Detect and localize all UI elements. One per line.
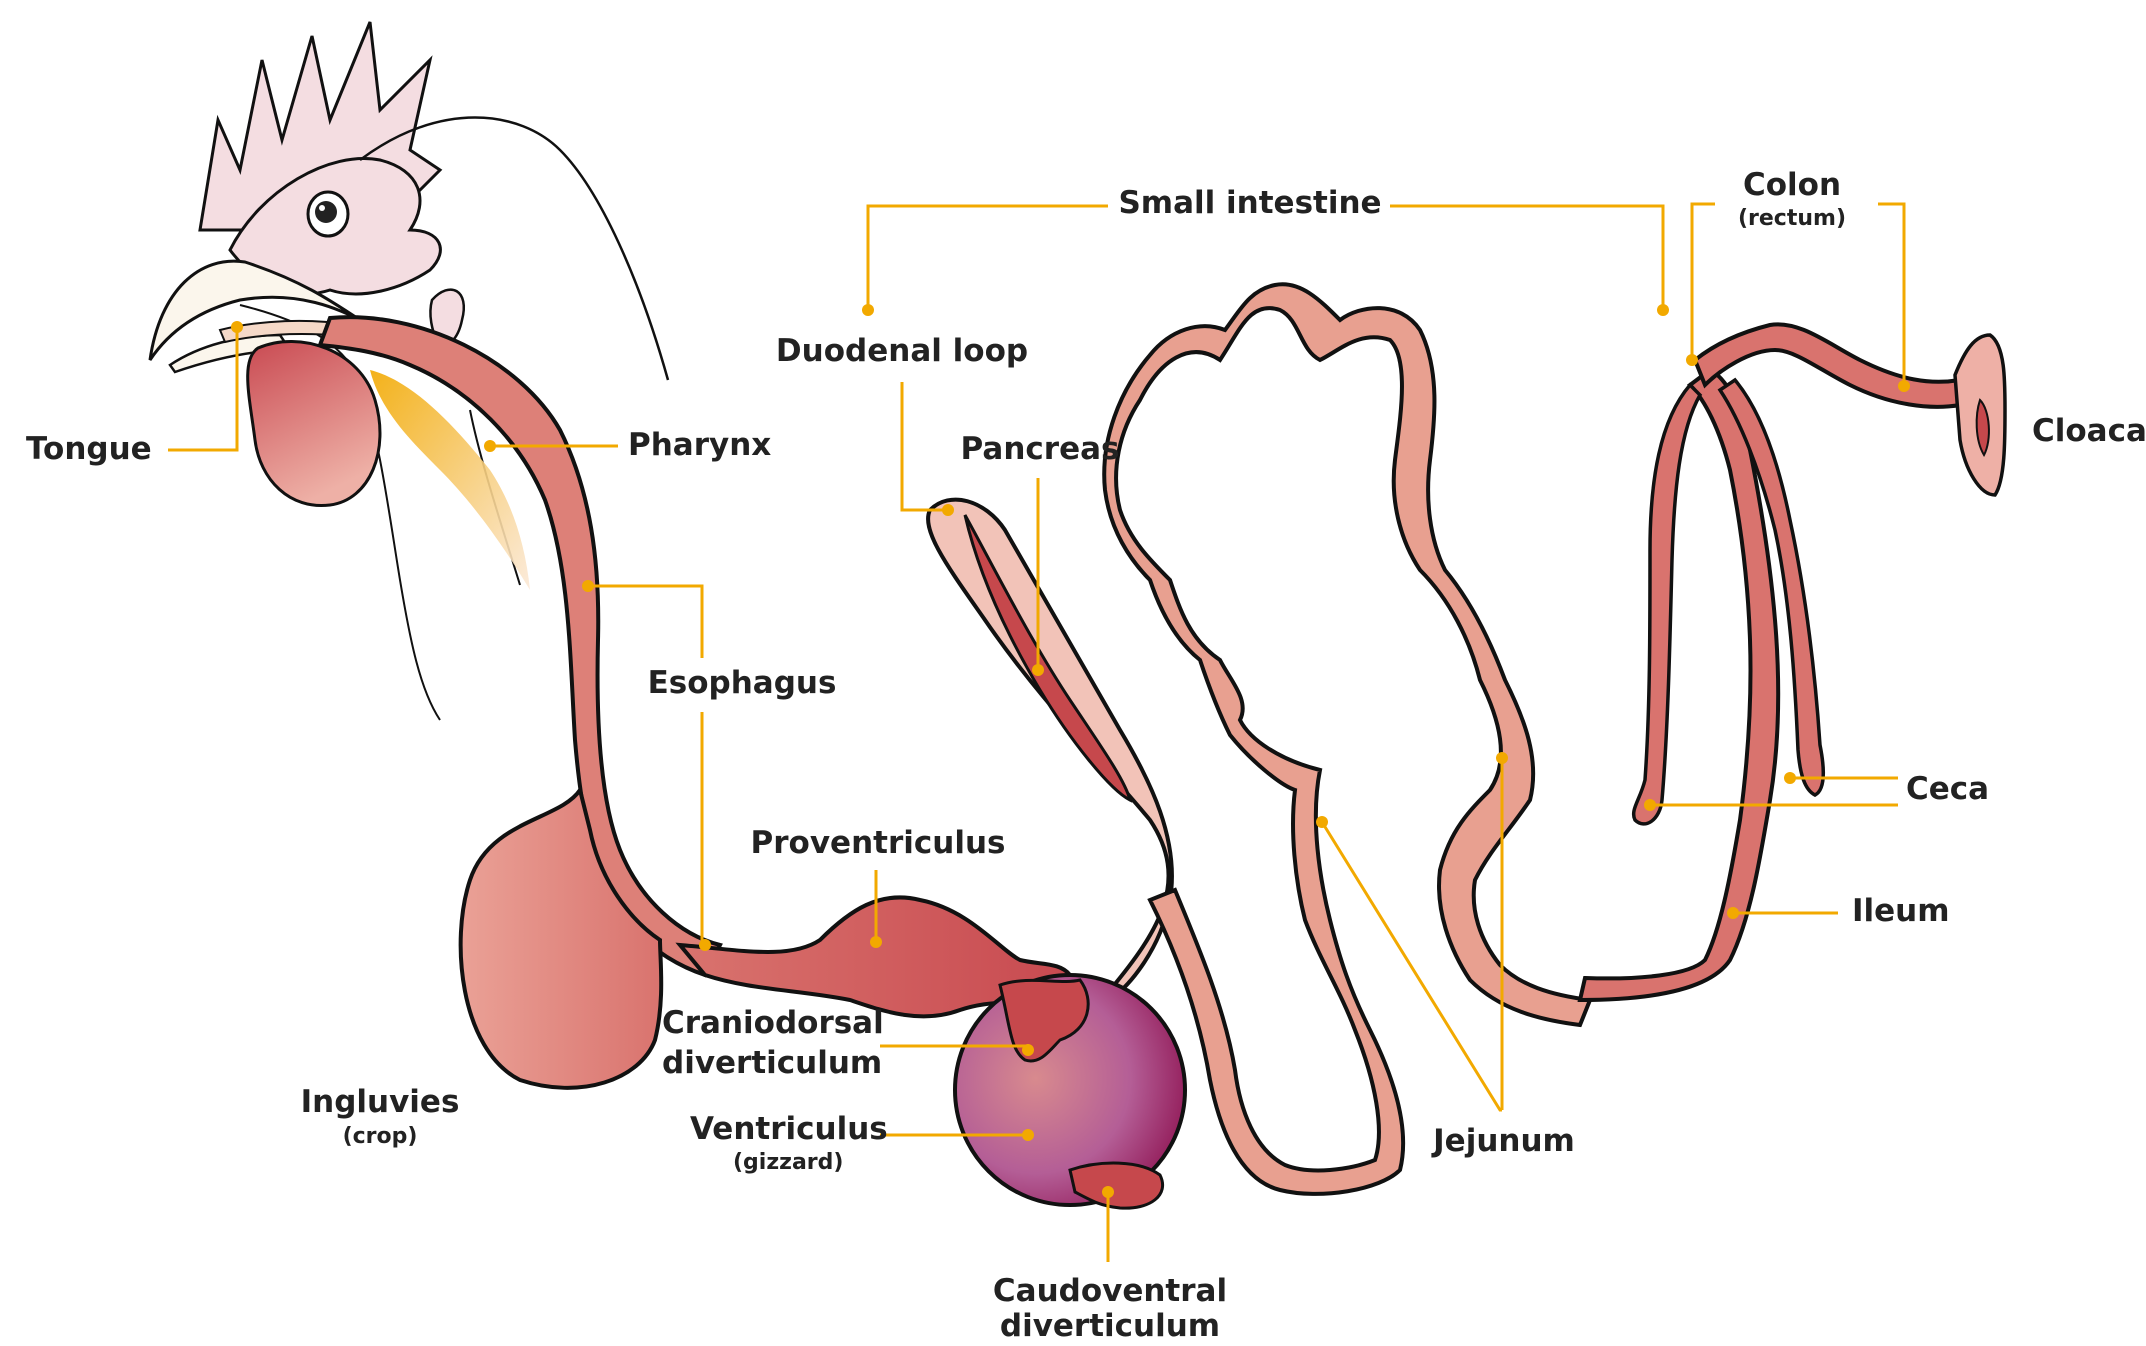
label-caudoventral-1: Caudoventral bbox=[993, 1274, 1227, 1310]
cecum-left bbox=[1634, 385, 1700, 824]
label-duodenal-loop: Duodenal loop bbox=[776, 334, 1028, 370]
label-craniodorsal-2: diverticulum bbox=[662, 1046, 882, 1082]
leader-small-intestine-right bbox=[1390, 206, 1663, 310]
label-ceca: Ceca bbox=[1906, 772, 1989, 808]
label-proventriculus: Proventriculus bbox=[751, 826, 1006, 862]
label-pharynx: Pharynx bbox=[628, 428, 771, 464]
leader-duodenal bbox=[902, 382, 948, 510]
label-pancreas: Pancreas bbox=[961, 432, 1120, 468]
label-ileum: Ileum bbox=[1852, 894, 1950, 930]
label-craniodorsal-1: Craniodorsal bbox=[662, 1006, 884, 1042]
label-cloaca: Cloaca bbox=[2032, 414, 2146, 450]
leader-esophagus-b bbox=[702, 712, 705, 943]
label-ingluvies: Ingluvies bbox=[301, 1085, 460, 1121]
label-colon: Colon bbox=[1743, 168, 1841, 204]
label-ventriculus: Ventriculus bbox=[690, 1112, 888, 1148]
leader-esophagus bbox=[588, 586, 702, 658]
label-esophagus: Esophagus bbox=[648, 666, 837, 702]
label-caudoventral-2: diverticulum bbox=[1000, 1309, 1220, 1345]
label-small-intestine: Small intestine bbox=[1118, 186, 1381, 222]
crop-shape bbox=[461, 790, 662, 1088]
leader-colon-right bbox=[1878, 204, 1904, 386]
tongue-shape bbox=[248, 341, 380, 505]
label-colon-sub: (rectum) bbox=[1738, 206, 1846, 231]
label-tongue: Tongue bbox=[26, 432, 152, 468]
label-jejunum: Jejunum bbox=[1433, 1124, 1575, 1160]
label-ventriculus-sub: (gizzard) bbox=[733, 1150, 843, 1175]
leader-small-intestine-left bbox=[868, 206, 1108, 310]
label-ingluvies-sub: (crop) bbox=[343, 1124, 418, 1149]
leader-colon-left bbox=[1692, 204, 1715, 360]
